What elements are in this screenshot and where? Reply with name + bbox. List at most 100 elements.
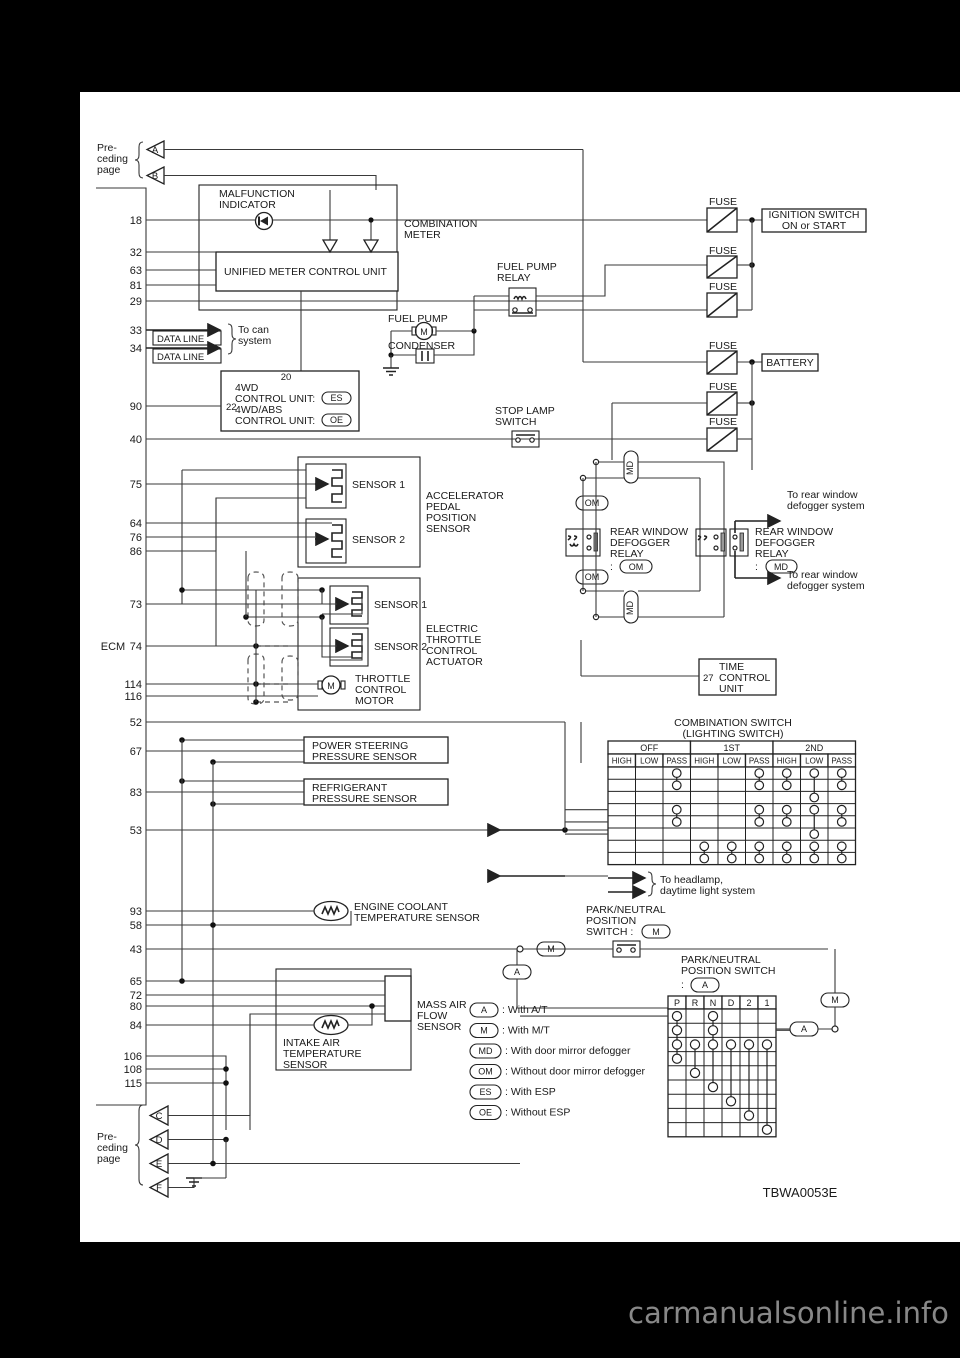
to-can-label-l2: system (238, 335, 272, 347)
fwd-control-unit-pin-22: 22 (226, 402, 237, 413)
ecm-pin-106: 106 (124, 1051, 142, 1063)
badge-om-1-box (575, 495, 609, 511)
etca-outer-box (297, 577, 421, 711)
data-line-box-2 (152, 348, 222, 364)
combination-meter: MALFUNCTION INDICATOR COMBINATION METER … (146, 184, 707, 371)
ects-label-l1: ENGINE COOLANT (354, 901, 449, 913)
etca-label-l1: ELECTRIC (426, 623, 478, 635)
badge-m-pnps-box (641, 924, 671, 939)
etca-sensor1-box (329, 585, 369, 625)
rwd-relay-md-label-l2: DEFOGGER (755, 537, 816, 549)
cs-terminal-dot (781, 841, 792, 852)
fwd-label-l2: CONTROL UNIT: (235, 393, 315, 405)
legend-badge-label-oe: OE (479, 1108, 492, 1118)
cs-terminal-dot (699, 841, 710, 852)
fuse-label-6: FUSE (709, 416, 737, 428)
fuel-pump-relay-box (508, 287, 537, 317)
badge-m-inline-box (536, 941, 566, 957)
legend-text-md: : With door mirror defogger (505, 1045, 631, 1057)
badge-es-box (321, 391, 352, 405)
legend-badge-label-a: A (481, 1005, 487, 1015)
badge-a-right-label: A (801, 1024, 807, 1034)
cs-terminal-dot (836, 841, 847, 852)
connector-label-a: A (152, 145, 159, 156)
pn-terminal-dot (743, 1110, 755, 1121)
engine-coolant-temperature-sensor: ENGINE COOLANT TEMPERATURE SENSOR (146, 900, 520, 950)
connector-label-d: D (156, 1135, 163, 1146)
badge-md-2-label: MD (625, 601, 635, 615)
cs-terminal-dot (809, 804, 820, 815)
mafs-label-l3: SENSOR (417, 1021, 462, 1033)
combination-switch-table: COMBINATION SWITCH (LIGHTING SWITCH) OFF… (565, 717, 857, 866)
ecm-pin-18: 18 (130, 215, 142, 227)
badge-es-label: ES (330, 393, 342, 403)
badge-oe-label: OE (330, 415, 343, 425)
ecm-pin-53: 53 (130, 825, 142, 837)
fwd-abs-label-l2: CONTROL UNIT: (235, 415, 315, 427)
cs-terminal-dot (781, 804, 792, 815)
cs-group-label: 2ND (805, 743, 824, 753)
pn-terminal-dot (689, 1067, 701, 1079)
badge-om-2-label: OM (585, 572, 600, 582)
ecm-pin-52: 52 (130, 717, 142, 729)
pn-terminal-dot (707, 1010, 719, 1022)
ecm-pin-65: 65 (130, 976, 142, 988)
cs-terminal-dot (671, 804, 682, 815)
pn-terminal-dot (761, 1039, 773, 1050)
time-control-unit-box (698, 658, 777, 696)
apps-outer-box (297, 456, 421, 568)
figure-code: TBWA0053E (763, 1185, 838, 1200)
to-headlamp-label-l1: To headlamp, (660, 874, 723, 886)
ignition-switch-label-l2: ON or START (782, 220, 847, 232)
fuse-label-3: FUSE (709, 281, 737, 293)
ecm-pin-33: 33 (130, 325, 142, 337)
fuel-pump-label: FUEL PUMP (388, 313, 448, 325)
cs-terminal-dot (836, 853, 847, 864)
ecm-pin-90: 90 (130, 401, 142, 413)
rwd-relay-md-label-l1: REAR WINDOW (755, 526, 833, 538)
psps-label-l2: PRESSURE SENSOR (312, 751, 417, 763)
badge-md-1-box (623, 450, 639, 484)
badge-m-inline-label: M (547, 944, 555, 954)
apps-label-l2: PEDAL (426, 501, 461, 513)
rps-label-l2: PRESSURE SENSOR (312, 793, 417, 805)
preceding-page-bottom-group: Pre- ceding page C D E F (97, 1014, 520, 1199)
rwd-relay-om-label-l2: DEFOGGER (610, 537, 671, 549)
tcm-label-l3: MOTOR (355, 695, 394, 707)
pnps-a-colon: : (681, 979, 684, 991)
ecm-pin-116: 116 (124, 691, 142, 703)
malfunction-indicator-label-l1: MALFUNCTION (219, 188, 295, 200)
preceding-page-top-group: Pre- ceding page A B (97, 139, 583, 190)
tcm-term-l (317, 680, 323, 690)
rwd-relay-md-colon: : (755, 561, 758, 573)
cs-terminal-dot (754, 804, 765, 815)
ecm-pin-114: 114 (124, 679, 142, 691)
condenser-label: CONDENSER (388, 340, 456, 352)
connector-label-b: B (152, 171, 158, 182)
badge-a-pnps-label: A (702, 980, 708, 990)
iats-label-l1: INTAKE AIR (283, 1037, 340, 1049)
fuel-pump-relay-label-l2: RELAY (497, 272, 531, 284)
legend-text-es: : With ESP (505, 1086, 556, 1098)
stop-lamp-switch-label-l1: STOP LAMP (495, 405, 555, 417)
fuel-pump-relay-label-l1: FUEL PUMP (497, 261, 557, 273)
cs-terminal-dot (754, 768, 765, 778)
preceding-label-top-l1: Pre- (97, 142, 117, 154)
rwd-relay-md-label-l3: RELAY (755, 548, 789, 560)
apps-sensor2-label: SENSOR 2 (352, 534, 405, 546)
relay-md-sub-box (729, 528, 749, 557)
tcm-label-l2: CONTROL (355, 684, 406, 696)
pn-header-label: P (674, 998, 680, 1008)
ecm-pin-40: 40 (130, 434, 142, 446)
throttle-motor-glyph: M (327, 681, 335, 691)
cs-terminal-dot (671, 817, 682, 827)
stop-lamp-switch: STOP LAMP SWITCH (495, 405, 707, 448)
cs-group-label: 1ST (723, 743, 740, 753)
fuse-label-4: FUSE (709, 340, 737, 352)
badge-a-pnps-box (690, 977, 720, 993)
cs-terminal-dot (726, 841, 737, 852)
legend-badge-om (469, 1063, 502, 1080)
relay-md-contact-b (739, 532, 744, 552)
